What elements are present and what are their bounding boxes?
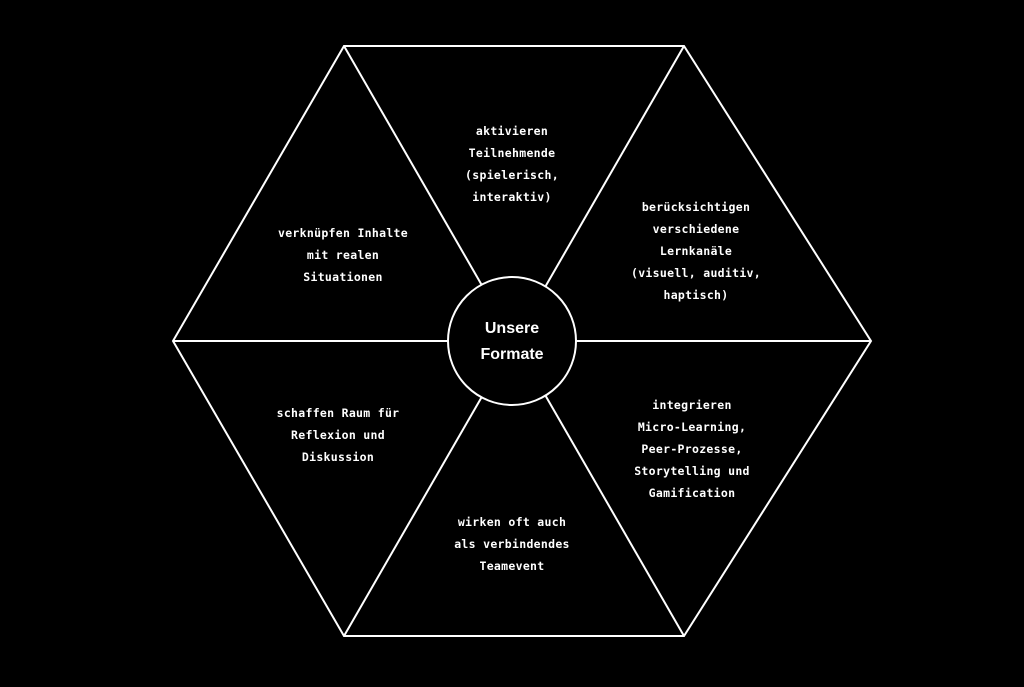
- segment-bottom: wirken oft auch als verbindendes Teameve…: [402, 511, 622, 577]
- segment-line: integrieren: [652, 398, 732, 412]
- segment-line: Teilnehmende: [468, 146, 556, 160]
- segment-line: Storytelling und: [634, 464, 750, 478]
- segment-line: wirken oft auch: [457, 515, 567, 529]
- segment-line: mit realen: [306, 248, 380, 262]
- segment-lower-left: schaffen Raum für Reflexion und Diskussi…: [228, 402, 448, 468]
- segment-line: (visuell, auditiv,: [630, 266, 762, 280]
- segment-line: Teamevent: [479, 559, 545, 573]
- segment-line: verschiedene: [652, 222, 740, 236]
- center-line: Unsere: [484, 320, 540, 337]
- segment-line: als verbindendes: [454, 537, 570, 551]
- center-line: Formate: [480, 346, 544, 363]
- segment-upper-left: verknüpfen Inhalte mit realen Situatione…: [233, 222, 453, 288]
- center-circle: [447, 276, 577, 406]
- segment-top: aktivieren Teilnehmende (spielerisch, in…: [402, 120, 622, 208]
- segment-upper-right: berücksichtigen verschiedene Lernkanäle …: [586, 196, 806, 306]
- segment-line: Gamification: [648, 486, 736, 500]
- segment-line: haptisch): [663, 288, 729, 302]
- center-label: Unsere Formate: [452, 316, 572, 368]
- segment-line: berücksichtigen: [641, 200, 751, 214]
- segment-line: Reflexion und: [291, 428, 385, 442]
- segment-line: Micro-Learning,: [637, 420, 747, 434]
- segment-line: Situationen: [303, 270, 383, 284]
- segment-line: (spielerisch,: [465, 168, 559, 182]
- segment-line: aktivieren: [475, 124, 549, 138]
- segment-line: verknüpfen Inhalte: [277, 226, 409, 240]
- segment-line: interaktiv): [472, 190, 552, 204]
- segment-line: Lernkanäle: [659, 244, 733, 258]
- segment-line: Peer-Prozesse,: [641, 442, 743, 456]
- segment-line: Diskussion: [301, 450, 375, 464]
- segment-line: schaffen Raum für: [276, 406, 400, 420]
- segment-lower-right: integrieren Micro-Learning, Peer-Prozess…: [582, 394, 802, 504]
